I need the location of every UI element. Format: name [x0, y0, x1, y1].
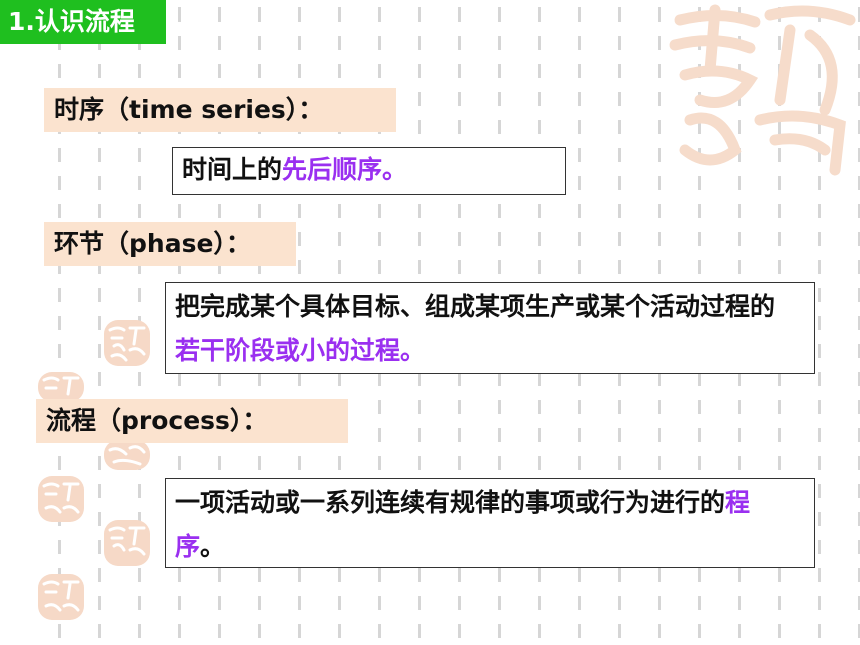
term-label-time-series: 时序（time series）：	[44, 88, 396, 132]
watermark-calligraphy-icon	[669, 4, 856, 176]
definition-highlight: 先后顺序。	[282, 155, 408, 184]
auspicious-seal-icon	[104, 320, 150, 366]
definition-text-after: 。	[200, 532, 226, 561]
auspicious-seal-icon	[38, 574, 84, 620]
auspicious-seal-icon	[38, 476, 84, 522]
term-definition-phase: 把完成某个具体目标、组成某项生产或某个活动过程的若干阶段或小的过程。	[165, 282, 815, 374]
definition-text: 时间上的	[182, 155, 283, 184]
term-label-process: 流程（process）：	[36, 399, 348, 443]
definition-text: 把完成某个具体目标、组成某项生产或某个活动过程的	[175, 292, 776, 321]
auspicious-seal-icon	[104, 440, 150, 470]
definition-highlight: 若干阶段或小的过程。	[175, 336, 426, 365]
term-label-phase: 环节（phase）：	[44, 222, 296, 266]
term-definition-time-series: 时间上的先后顺序。	[172, 147, 566, 195]
definition-highlight: 程序	[175, 488, 751, 561]
auspicious-seal-icon	[104, 520, 150, 566]
auspicious-seal-icon	[38, 372, 84, 402]
definition-text: 一项活动或一系列连续有规律的事项或行为进行的	[175, 488, 726, 517]
term-definition-process: 一项活动或一系列连续有规律的事项或行为进行的程序。	[165, 478, 815, 568]
section-title: 1.认识流程	[0, 0, 166, 44]
